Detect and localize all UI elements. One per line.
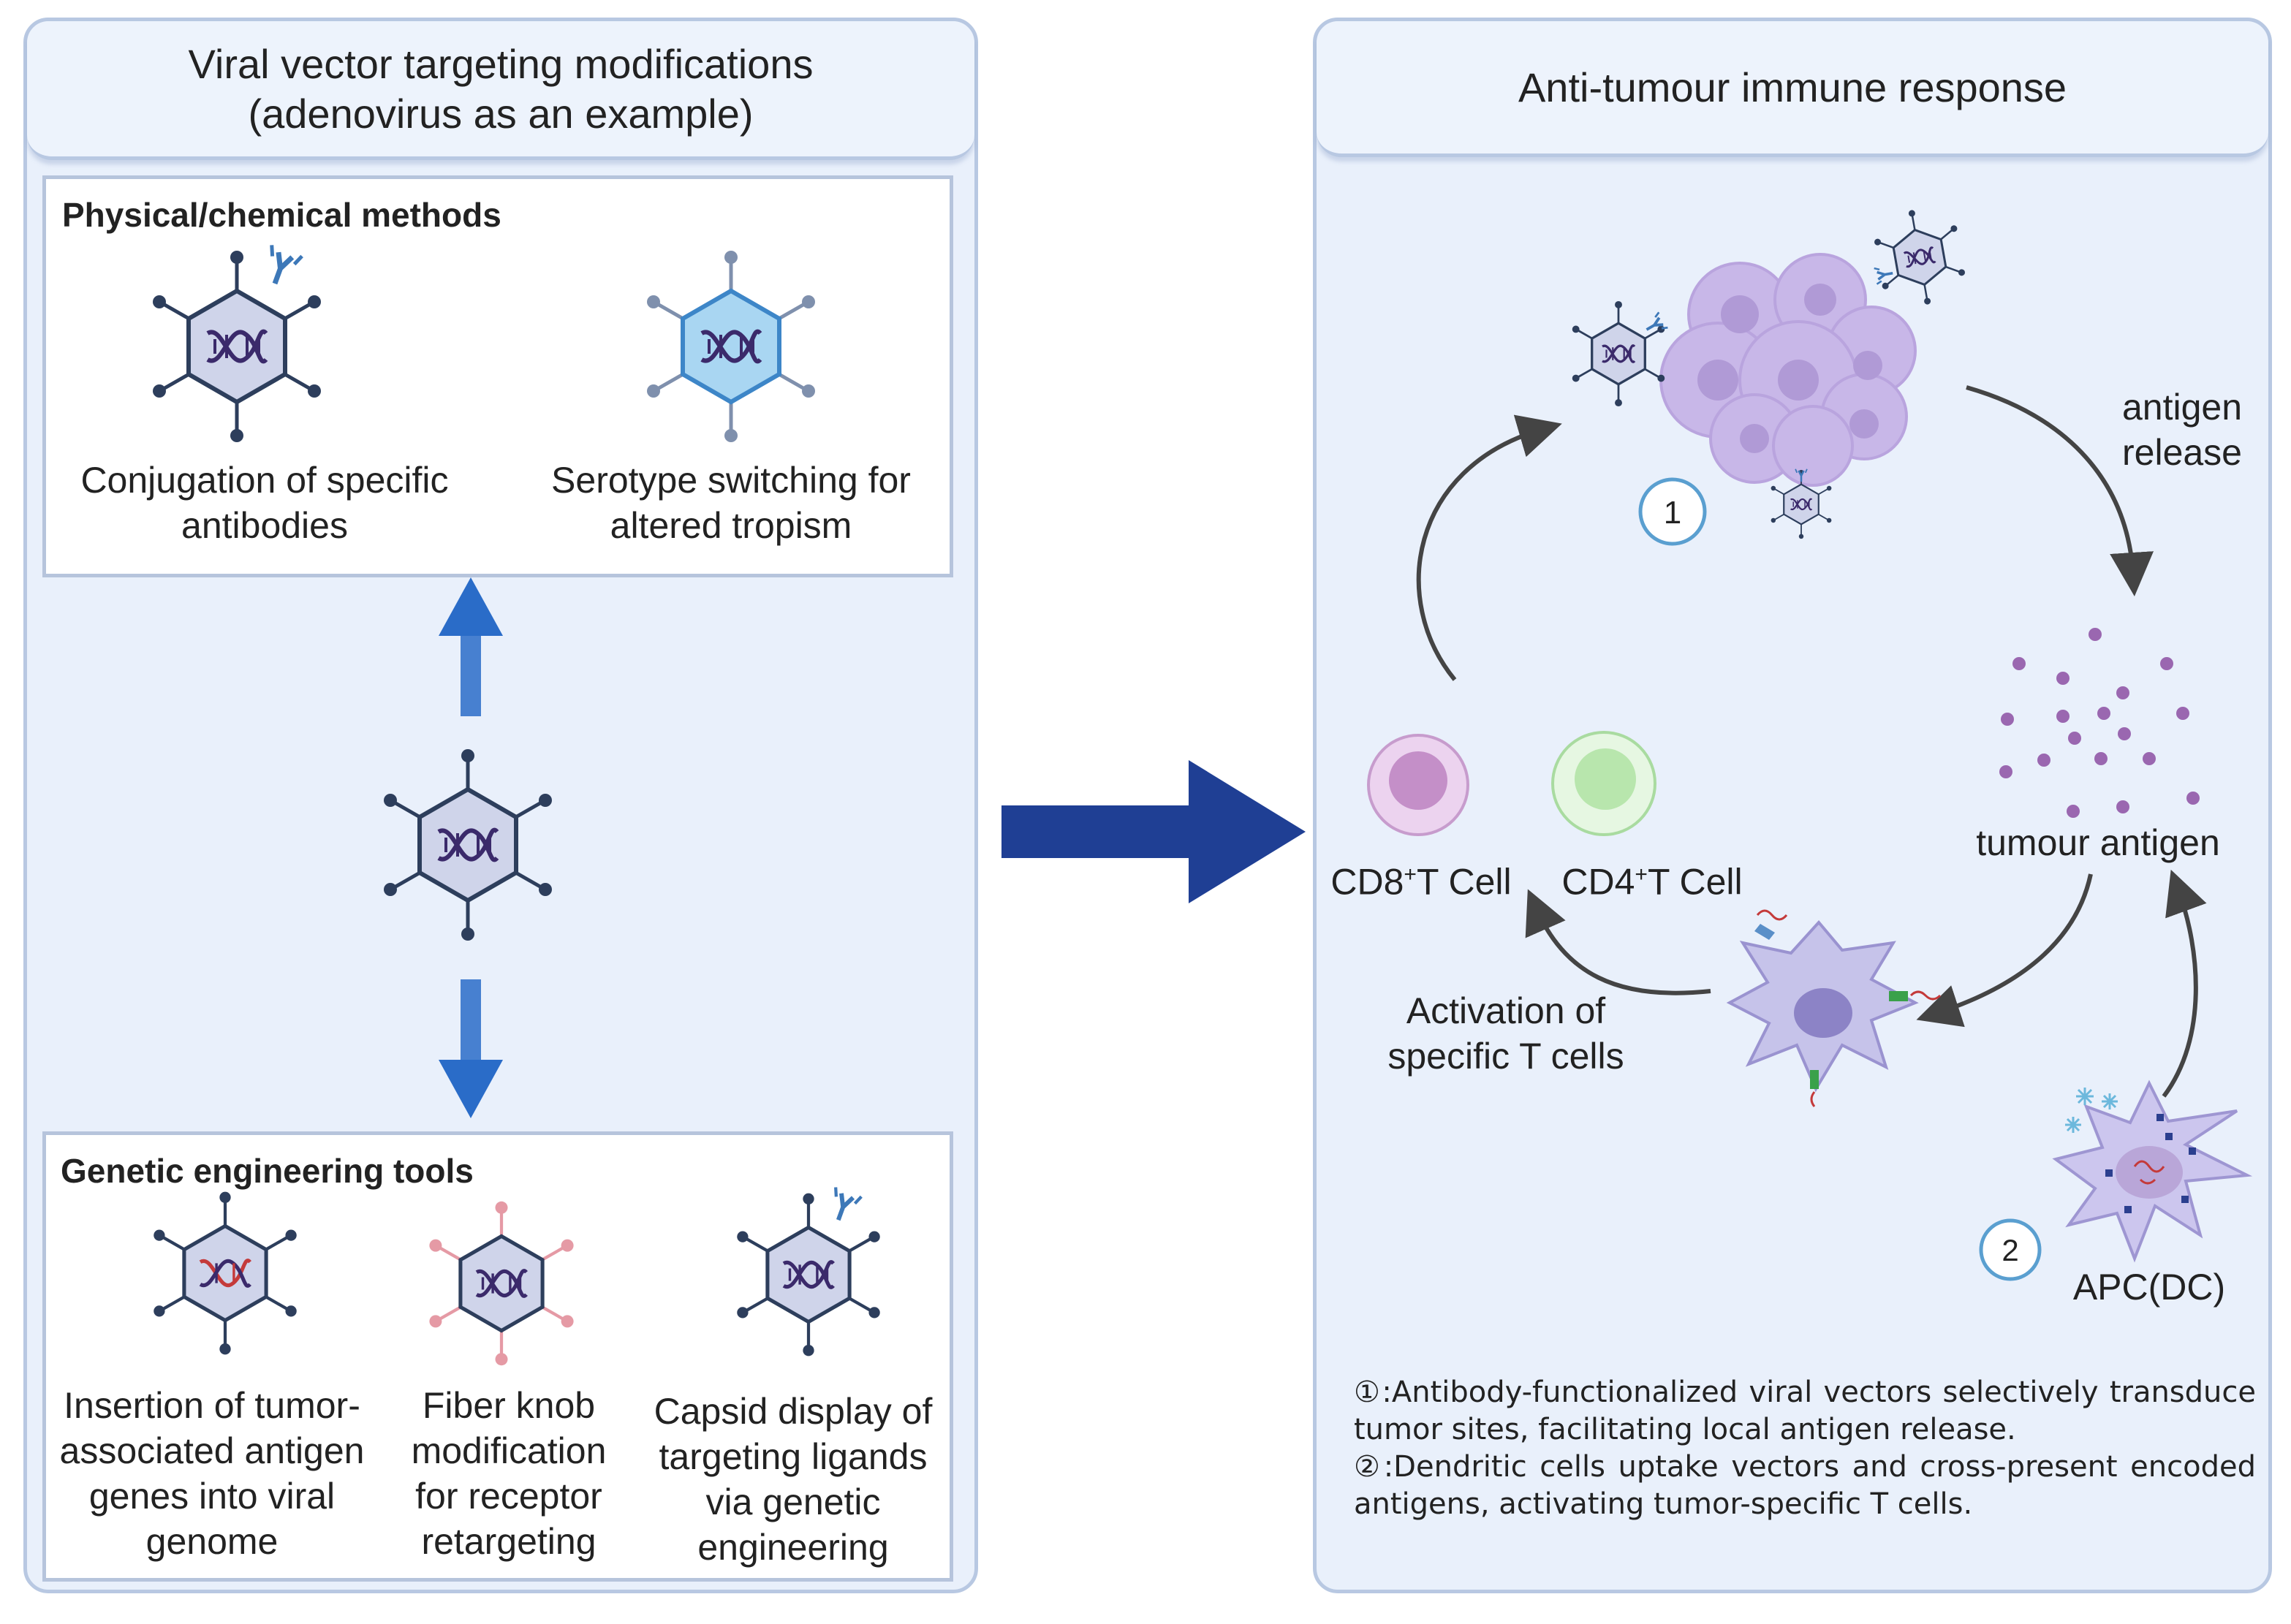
apc-dc-label: APC(DC) [2072,1267,2226,1308]
fiber-knob-virus-icon [429,1201,574,1366]
activation-label: Activation of specific T cells [1387,990,1624,1077]
cd4-plus: + [1635,862,1648,887]
central-adenovirus-icon [384,749,552,941]
tumour-vector-left-icon [1572,301,1670,406]
cd8-t-cell-text: T Cell [1416,861,1512,903]
step-1-marker [1638,477,1707,546]
step-2-number: 2 [2002,1233,2018,1267]
conjugation-antibodies-label: Conjugation of specific antibodies [80,460,449,546]
antibody-conjugated-virus-icon [153,245,321,442]
step-1-number: 1 [1664,495,1681,531]
down-arrow-icon [439,979,503,1118]
left-panel-title: Viral vector targeting modifications (ad… [188,40,814,137]
main-flow-arrow-icon [1001,760,1306,903]
cd8-plus: + [1404,862,1417,887]
arrow-tcell-to-tumour [1416,414,1562,681]
up-arrow-icon [439,577,503,716]
serotype-switching-label: Serotype switching for altered tropism [551,460,911,546]
cd8-t-cell-icon [1367,734,1469,836]
cd8-t-cell-label: CD8+T Cell [1326,852,1516,905]
cd4-text: CD4 [1561,861,1635,903]
cd4-t-cell-text: T Cell [1647,861,1743,903]
antigen-insertion-virus-icon [154,1192,297,1355]
note-2: ②:Dendritic cells uptake vectors and cro… [1354,1450,2256,1521]
left-panel-header: Viral vector targeting modifications (ad… [27,21,974,160]
right-panel-header: Anti-tumour immune response [1317,21,2268,157]
physical-methods-title: Physical/chemical methods [62,196,501,234]
note-1: ①:Antibody-functionalized viral vectors … [1354,1376,2256,1446]
antigen-insertion-label: Insertion of tumor- associated antigen g… [59,1385,365,1562]
step-2-marker [1979,1218,2042,1281]
capsid-display-label: Capsid display of targeting ligands via … [654,1391,933,1568]
cd4-t-cell-label: CD4+T Cell [1557,852,1747,905]
arrow-antigen-to-dc [1916,873,2093,1028]
arrow-apc-to-antigen [2162,869,2207,1098]
arrow-dc-to-tcells [1525,889,1711,995]
genetic-tools-title: Genetic engineering tools [61,1152,474,1190]
capsid-display-virus-icon [737,1187,880,1356]
arrow-antigen-release [1966,385,2154,596]
serotype-switched-virus-icon [647,251,815,442]
activated-dendritic-cell-icon [1726,909,1942,1107]
cd8-text: CD8 [1330,861,1404,903]
explanatory-notes: ①:Antibody-functionalized viral vectors … [1354,1374,2256,1523]
cd4-t-cell-icon [1551,731,1656,836]
apc-dendritic-cell-icon [2052,1079,2253,1263]
antigen-release-label: antigen release [2121,387,2243,473]
tumour-mass-icon [1659,253,1917,487]
tumour-vector-right-icon [1866,203,1969,313]
right-panel-title: Anti-tumour immune response [1518,64,2067,110]
tumour-antigen-label: tumour antigen [1976,822,2220,863]
fiber-knob-label: Fiber knob modification for receptor ret… [411,1385,607,1562]
tumour-antigen-dots [1999,628,2200,818]
